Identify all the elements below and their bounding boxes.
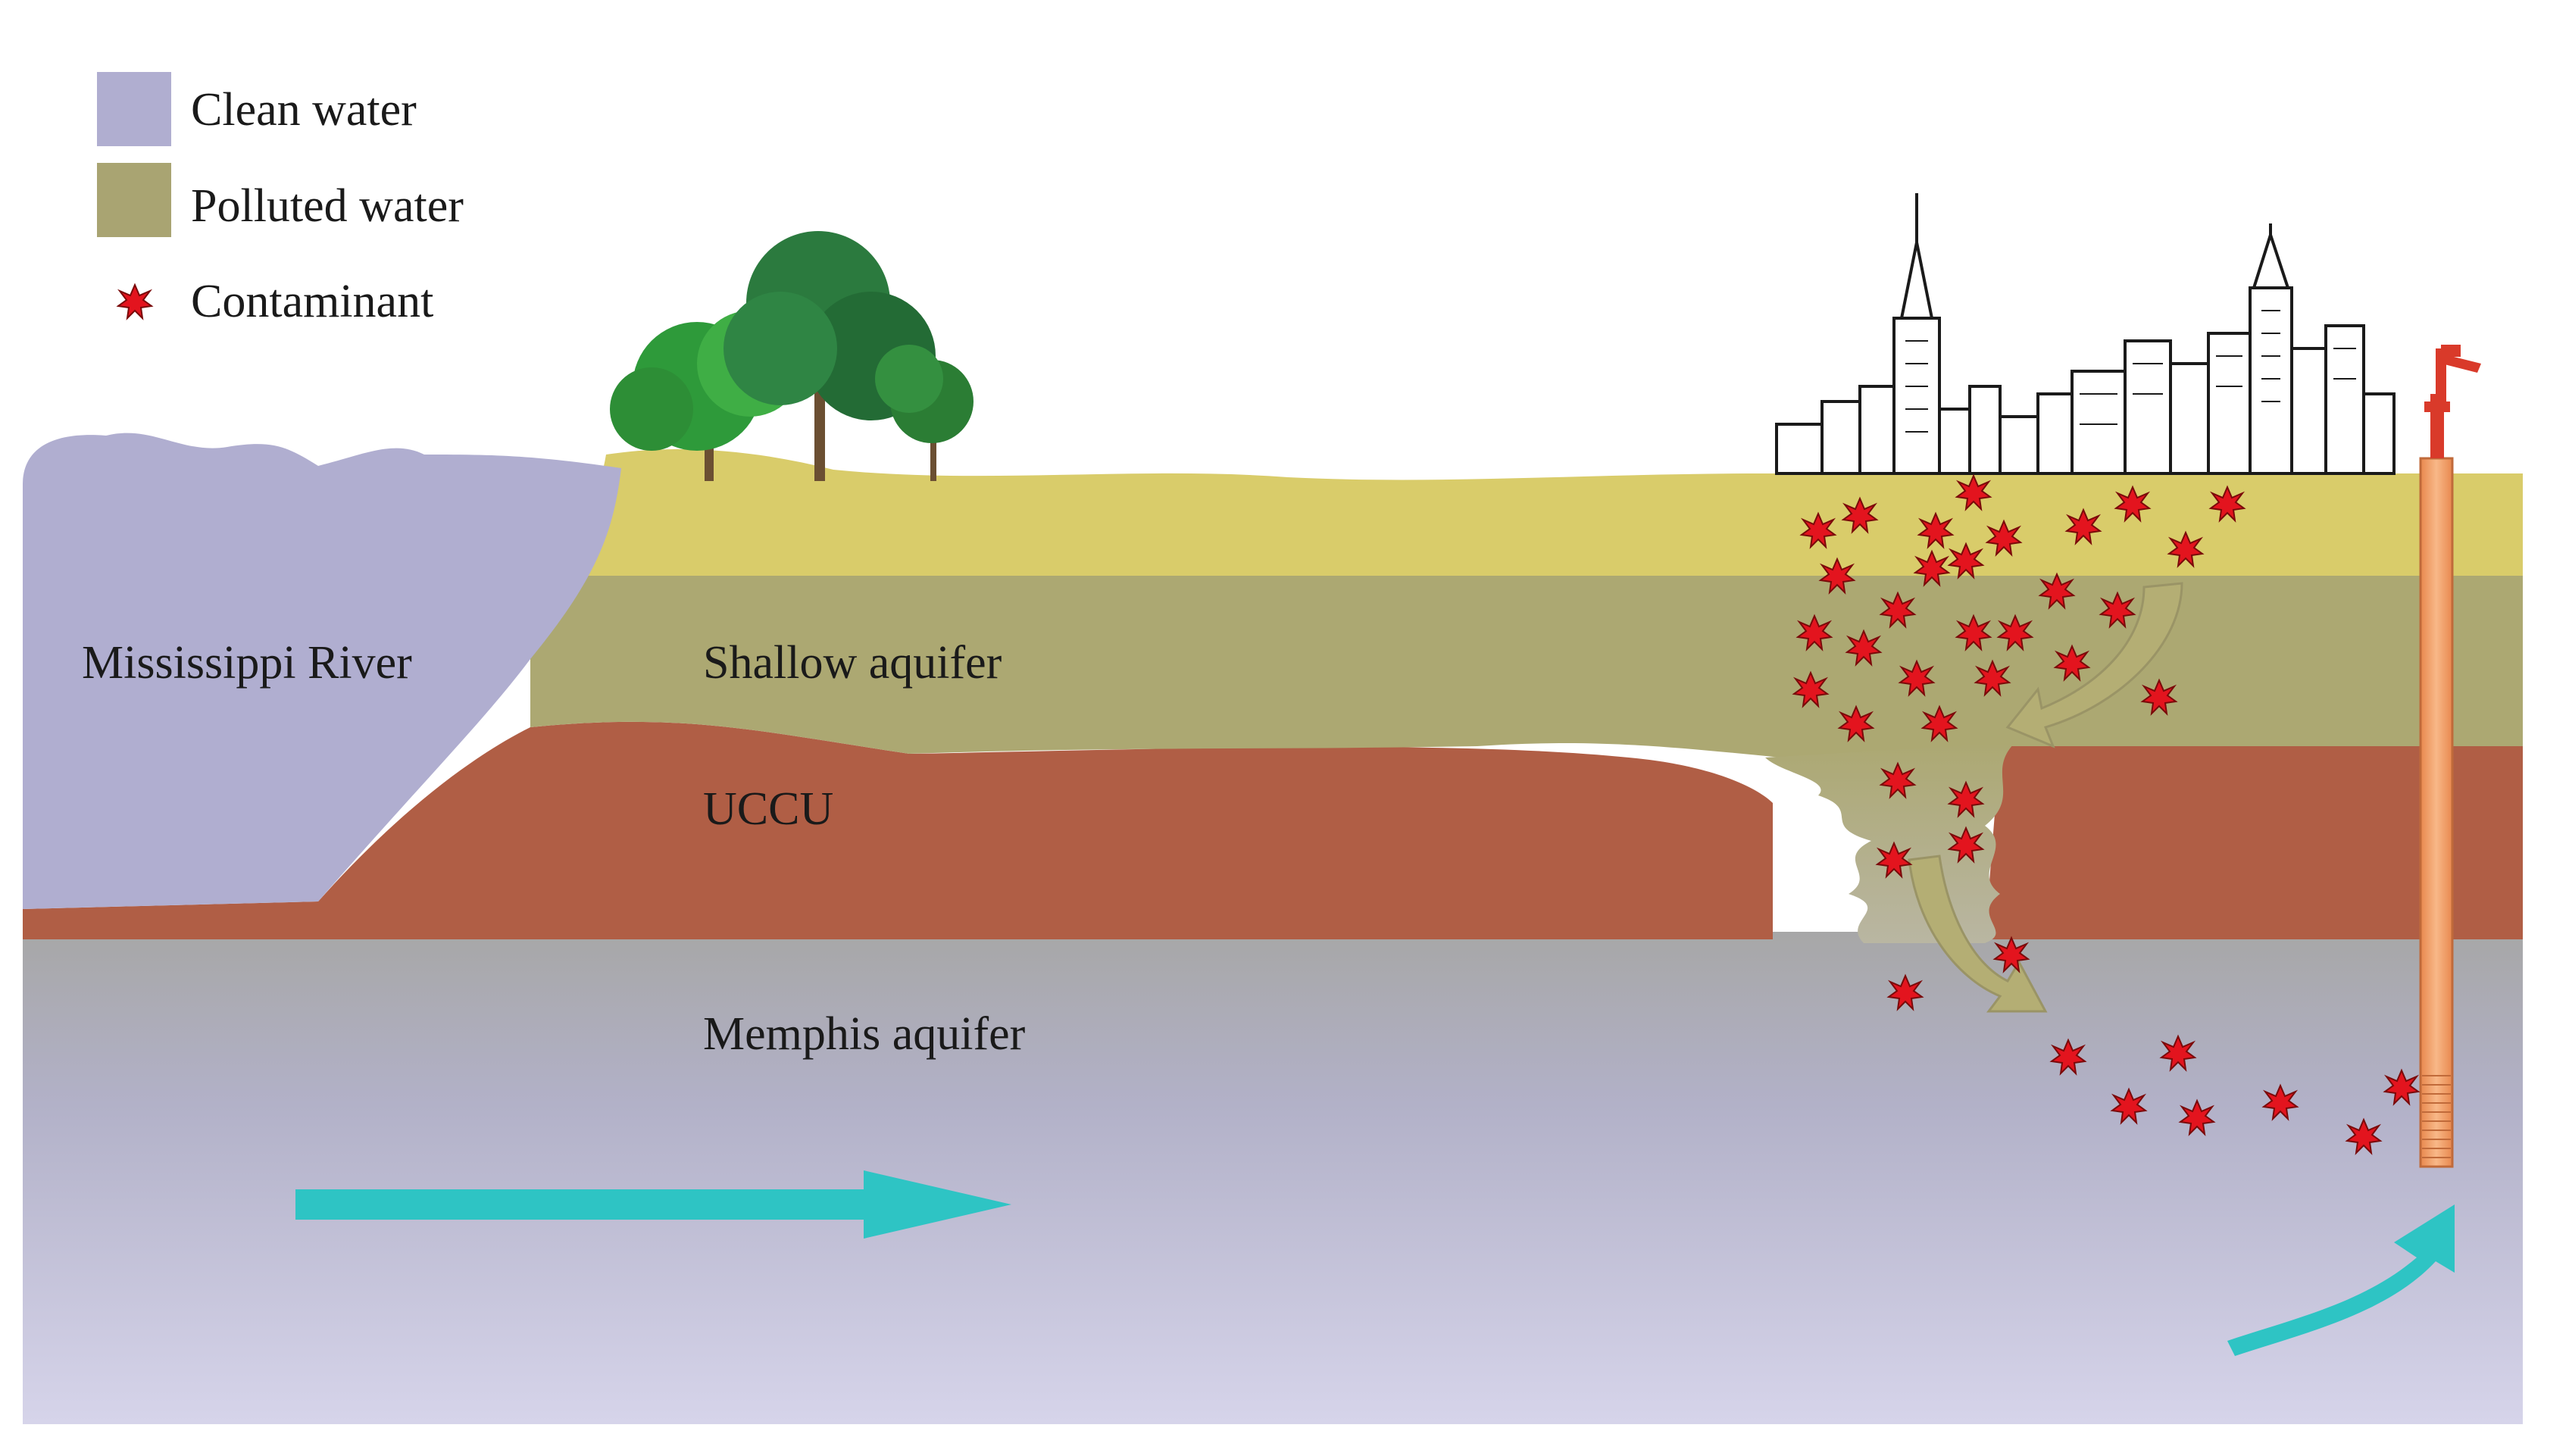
uccu-layer-right <box>1985 746 2523 939</box>
label-mississippi-river: Mississippi River <box>82 637 412 689</box>
label-memphis-aquifer: Memphis aquifer <box>703 1008 1026 1060</box>
tree-group <box>610 231 974 481</box>
groundwater-flow-arrow <box>295 1170 1011 1239</box>
legend-label-contaminant: Contaminant <box>191 276 433 327</box>
legend-label-clean-water: Clean water <box>191 84 417 136</box>
label-uccu: UCCU <box>703 783 833 835</box>
pollution-arrow-uccu <box>1908 855 2048 1013</box>
memphis-aquifer-layer <box>23 932 2523 1424</box>
well-intake-arrow <box>2227 1204 2455 1356</box>
label-shallow-aquifer: Shallow aquifer <box>703 637 1002 689</box>
city-skyline <box>1775 193 2396 475</box>
contamination-plume <box>1765 742 2015 943</box>
contaminant-star-icon <box>117 284 152 319</box>
clean-water-swatch <box>97 72 171 146</box>
pump-icon <box>2424 345 2481 458</box>
uccu-layer <box>23 721 1773 939</box>
legend: Clean water Polluted water Contaminant <box>97 72 464 327</box>
well <box>2419 457 2454 1168</box>
legend-label-polluted-water: Polluted water <box>191 180 464 232</box>
polluted-water-swatch <box>97 163 171 237</box>
mississippi-river <box>23 433 621 909</box>
topsoil-layer <box>530 448 2523 576</box>
pollution-arrow-shallow <box>2005 582 2183 748</box>
